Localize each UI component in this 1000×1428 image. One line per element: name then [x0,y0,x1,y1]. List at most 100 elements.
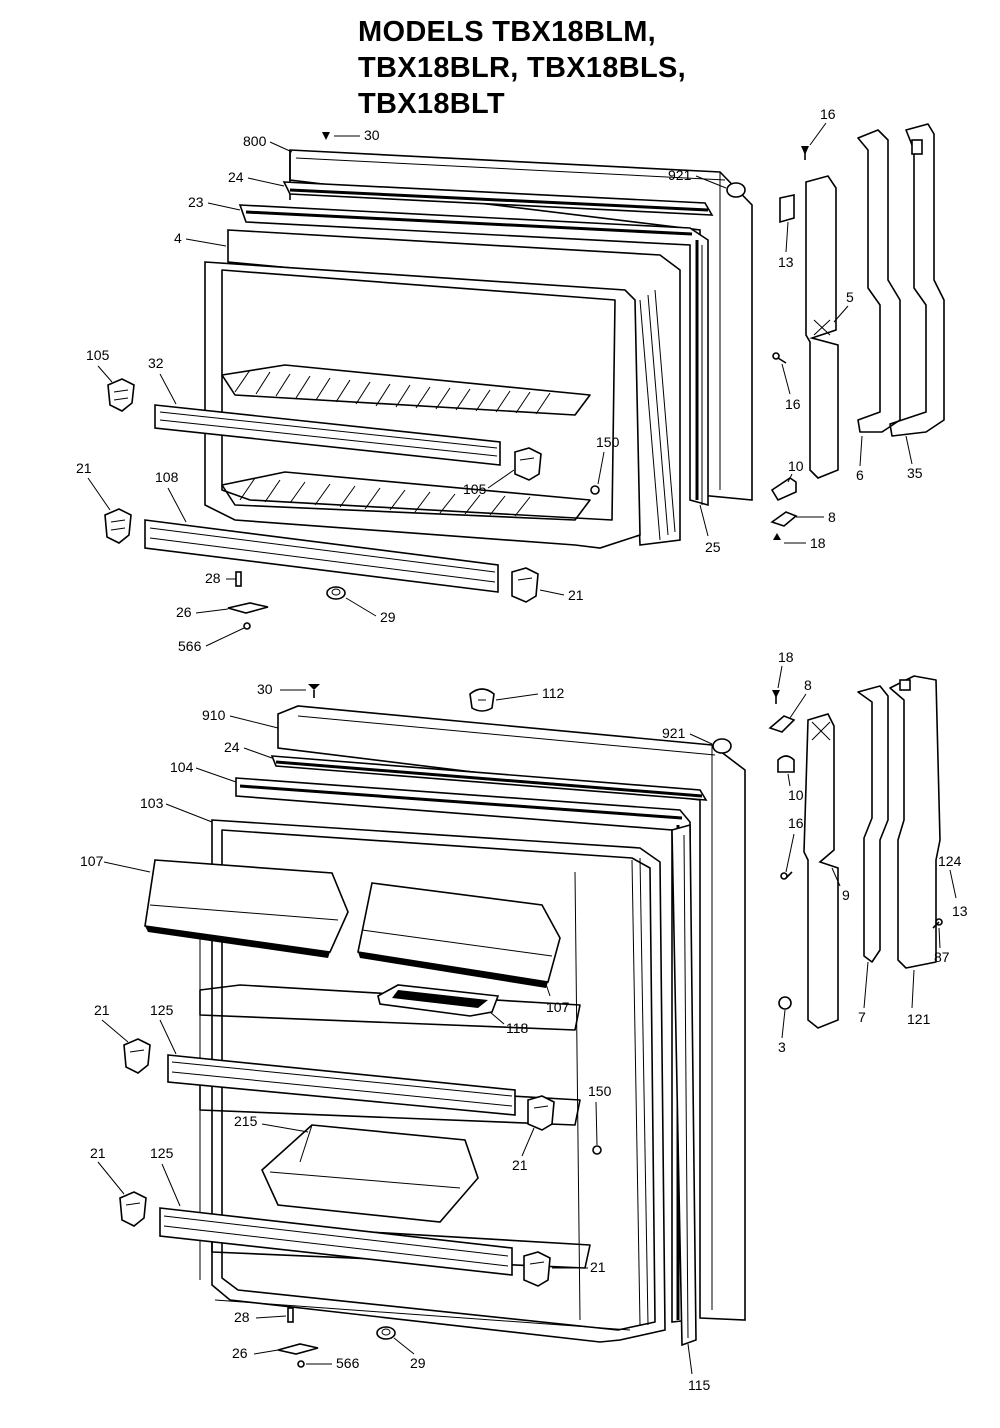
freezer-plug-921 [726,182,746,198]
label-150: 150 [596,434,620,450]
label-21-right: 21 [568,587,584,603]
models-title: MODELS TBX18BLM, TBX18BLR, TBX18BLS, TBX… [358,14,686,122]
fresh-bracket-26 [277,1343,319,1355]
label-5: 5 [846,289,854,305]
label-10-lower: 10 [788,787,804,803]
fresh-shelf-bar-125-lower [159,1207,513,1276]
label-28-lower: 28 [234,1309,250,1325]
fresh-compartment-107-right [357,882,561,988]
freezer-door-assembly [104,132,753,630]
fresh-end-cap-21-upper-right [527,1095,555,1131]
label-6: 6 [856,467,864,483]
label-21-fresh-lower-right: 21 [590,1259,606,1275]
label-105-left: 105 [86,347,110,363]
label-35: 35 [907,465,923,481]
label-4: 4 [174,230,182,246]
label-21-left: 21 [76,460,92,476]
label-108: 108 [155,469,179,485]
label-25: 25 [705,539,721,555]
label-566: 566 [178,638,202,654]
label-921-lower: 921 [662,725,686,741]
fresh-hinge-arm-7 [857,685,889,963]
label-21-fresh-lower-left: 21 [90,1145,106,1161]
fresh-mullion-strip [671,823,697,1347]
fresh-shelf-bar-125-upper [167,1054,516,1116]
fresh-gasket-strip [270,755,708,801]
label-3: 3 [778,1039,786,1055]
label-107-left: 107 [80,853,104,869]
label-115: 115 [688,1377,711,1393]
label-30-lower: 30 [257,681,273,697]
freezer-hinge-arm-35 [889,123,945,437]
label-23: 23 [188,194,204,210]
freezer-end-cap-21-left [104,508,132,544]
label-7: 7 [858,1009,866,1025]
freezer-bracket-26 [227,602,269,614]
label-107-right: 107 [546,999,570,1015]
fresh-cam-10 [777,755,795,773]
label-16-mid: 16 [785,396,801,412]
label-24: 24 [228,169,244,185]
label-125-upper: 125 [150,1002,174,1018]
fresh-screw-16 [780,871,793,880]
fresh-hinge-arm-121 [889,675,941,969]
label-921: 921 [668,167,692,183]
label-13: 13 [778,254,794,270]
label-16-top: 16 [820,106,836,122]
fresh-hinge-hardware [768,675,943,1029]
fresh-screw-1150 [592,1145,602,1155]
fresh-screw-30 [308,684,320,698]
label-910: 910 [202,707,226,723]
freezer-labels: 800 30 24 23 4 921 16 13 5 16 6 35 105 [76,106,923,654]
label-32: 32 [148,355,164,371]
freezer-shelf-bar-32 [154,404,501,466]
label-104: 104 [170,759,194,775]
freezer-hinge-bar-5 [805,175,839,479]
freezer-bolt-18 [773,533,781,540]
label-125-lower: 125 [150,1145,174,1161]
label-124: 124 [938,853,962,869]
label-215: 215 [234,1113,258,1129]
title-line-2: TBX18BLR, TBX18BLS, [358,52,686,84]
fresh-end-cap-21-lower-right [523,1251,551,1287]
label-18-lower: 18 [778,649,794,665]
fresh-food-door-assembly [119,684,746,1368]
freezer-hinge-hardware [770,123,945,540]
freezer-block-13 [779,194,795,224]
freezer-screw-16-mid [772,352,787,364]
fresh-screw-87 [932,918,943,929]
freezer-screw-30 [322,132,330,140]
fresh-end-cap-21-lower-left [119,1191,147,1227]
label-118: 118 [506,1020,529,1036]
fresh-dairy-bin-215 [261,1124,479,1223]
fresh-stop-28 [287,1307,294,1323]
freezer-bushing-29 [326,586,346,600]
fresh-washer-8 [768,715,796,733]
freezer-inner-liner [204,229,681,549]
fresh-plug-921 [712,738,732,754]
label-105-right: 105 [463,481,487,497]
title-line-1: MODELS TBX18BLM, [358,16,657,48]
freezer-pin-566 [243,622,251,630]
label-112: 112 [542,685,565,701]
freezer-gasket-strip [282,181,714,216]
freezer-screw-16-top [801,146,809,160]
label-8-lower: 8 [804,677,812,693]
label-21-fresh-upper-right: 21 [512,1157,528,1173]
fresh-end-cap-21-upper-left [123,1038,151,1074]
label-800: 800 [243,133,267,149]
fresh-egg-tray-118 [377,984,500,1017]
label-13-lower: 13 [952,903,968,919]
label-26: 26 [176,604,192,620]
label-9: 9 [842,887,850,903]
label-1150: 150 [588,1083,612,1099]
fresh-pin-566 [297,1360,305,1368]
label-121: 121 [907,1011,931,1027]
fresh-bushing-29 [376,1326,396,1340]
label-8: 8 [828,509,836,525]
label-566-lower: 566 [336,1355,360,1371]
freezer-shelf-bar-108 [144,519,499,593]
label-21-fresh-upper-left: 21 [94,1002,110,1018]
